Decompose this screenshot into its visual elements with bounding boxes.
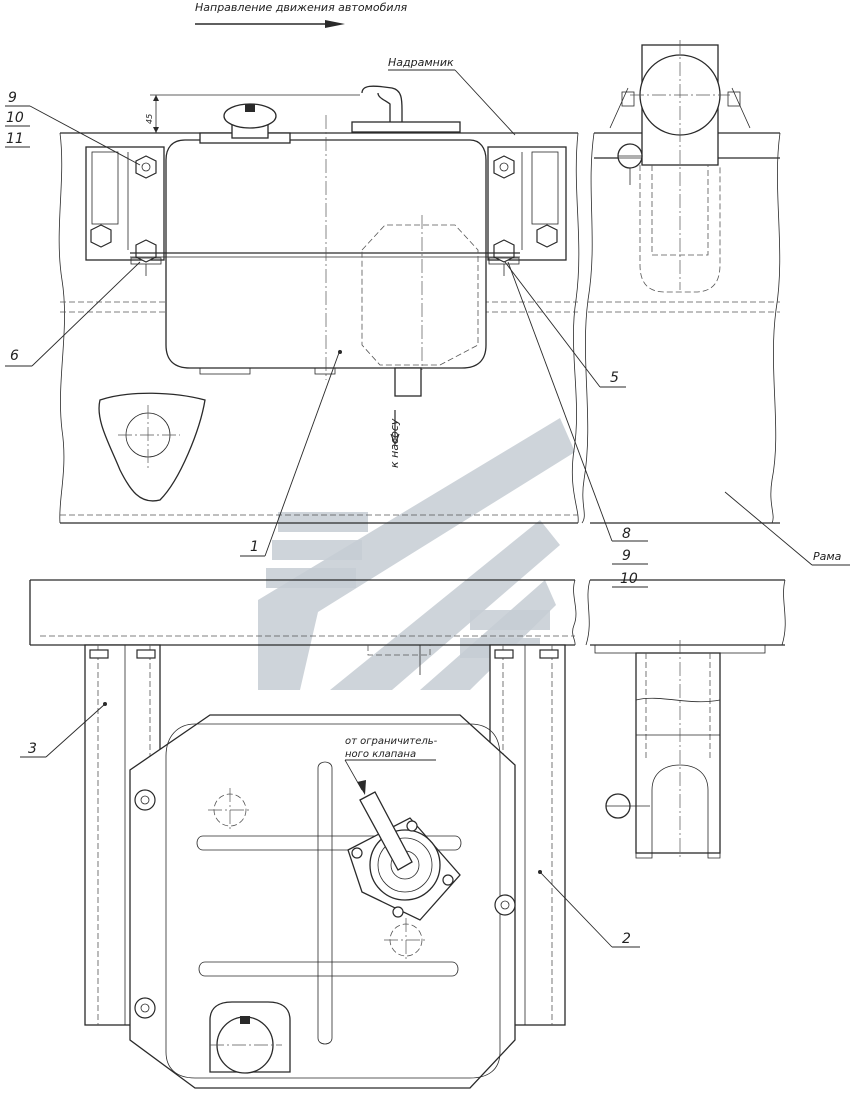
direction-label: Направление движения автомобиля — [195, 1, 408, 14]
right-bracket — [487, 146, 567, 276]
callout-2: 2 — [538, 870, 640, 948]
callout-10-top: 10 — [6, 110, 24, 126]
direction-arrow — [195, 20, 345, 28]
frame-rail-side — [58, 132, 580, 524]
callout-6: 6 — [5, 261, 141, 367]
callout-5-number: 5 — [610, 370, 619, 386]
from-valve-label-line2: ного клапана — [345, 749, 416, 760]
callout-2-number: 2 — [622, 931, 631, 947]
callout-9-10-11: 9 10 11 — [5, 90, 141, 166]
callout-3-number: 3 — [28, 741, 37, 757]
frame-label: Рама — [813, 550, 842, 563]
dimension-value: 45 — [145, 114, 154, 124]
oil-tank-plan-view — [129, 714, 516, 1089]
callout-5: 5 — [504, 261, 626, 388]
end-view-lower — [585, 579, 786, 860]
subframe-label: Надрамник — [388, 56, 454, 69]
callout-9-bottom: 9 — [622, 548, 631, 564]
callout-6-number: 6 — [10, 348, 19, 364]
callout-8-9-10: 8 9 10 — [507, 261, 648, 588]
callout-8-number: 8 — [622, 526, 631, 542]
callout-9-top: 9 — [8, 90, 17, 106]
callout-10-bottom: 10 — [620, 571, 638, 587]
callout-1: 1 — [240, 349, 342, 557]
callout-1-number: 1 — [250, 539, 259, 555]
oil-tank-side-view — [130, 85, 520, 397]
from-valve-label-line1: от ограничитель- — [345, 736, 438, 747]
end-view-upper — [581, 40, 781, 524]
callout-11: 11 — [6, 131, 24, 147]
dimension-45: 45 — [145, 94, 360, 134]
callout-3: 3 — [20, 702, 107, 758]
